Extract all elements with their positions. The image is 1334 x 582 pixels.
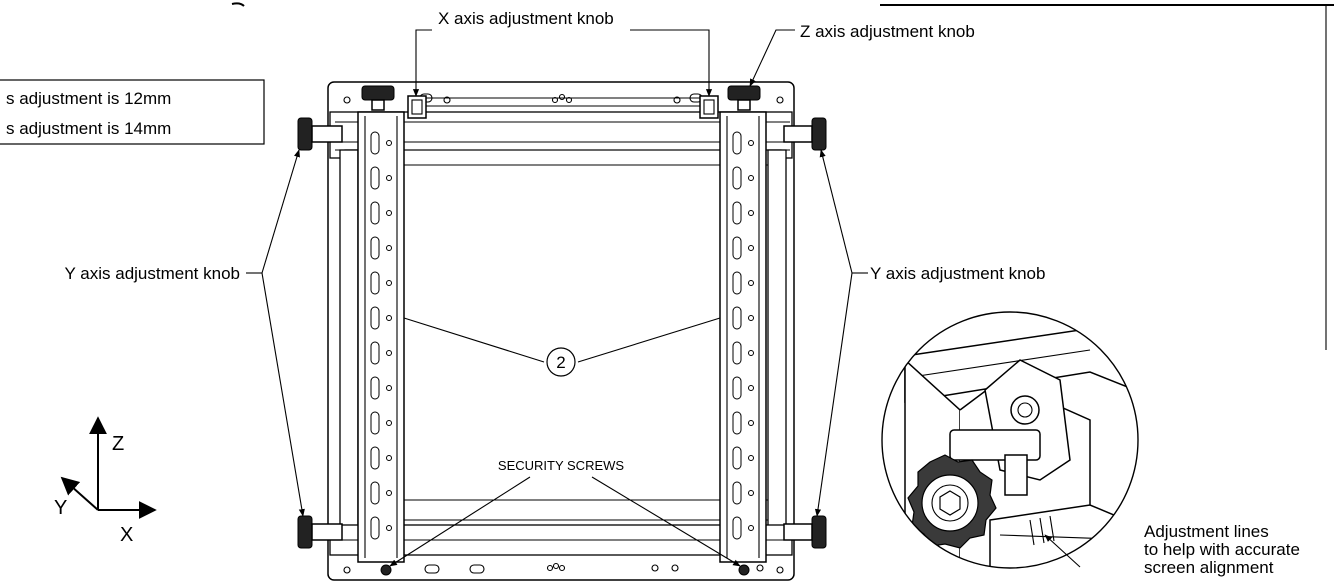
vertical-arm-right bbox=[719, 111, 767, 563]
y-axis-knob-top-right bbox=[783, 117, 827, 151]
vertical-arm-left bbox=[357, 111, 405, 563]
z-axis-knob-label: Z axis adjustment knob bbox=[800, 22, 975, 41]
arm-slot bbox=[732, 376, 742, 400]
arm-hole bbox=[748, 210, 754, 216]
y-axis-knob-bottom-left bbox=[297, 515, 343, 549]
arm-hole bbox=[748, 420, 754, 426]
arm-slot bbox=[370, 516, 380, 540]
inner-frame bbox=[344, 149, 782, 541]
y-axis-knob-top-left bbox=[297, 117, 343, 151]
arm-hole bbox=[386, 490, 392, 496]
arm-hole bbox=[386, 280, 392, 286]
right-side-rail bbox=[767, 149, 787, 541]
arm-slot bbox=[370, 376, 380, 400]
x-axis-label: X bbox=[120, 524, 133, 546]
detail-knob bbox=[907, 454, 997, 549]
arm-slot bbox=[370, 341, 380, 365]
arm-hole bbox=[748, 525, 754, 531]
y-axis-knob-label-right: Y axis adjustment knob bbox=[870, 264, 1045, 283]
arm-slot bbox=[370, 236, 380, 260]
arm-slot bbox=[732, 516, 742, 540]
arm-hole bbox=[748, 175, 754, 181]
adjustment-note-box: s adjustment is 12mm s adjustment is 14m… bbox=[0, 79, 265, 145]
arm-hole bbox=[386, 175, 392, 181]
cropped-heading-fragment bbox=[231, 2, 245, 7]
item-number-balloon bbox=[546, 347, 576, 377]
security-screws-label: SECURITY SCREWS bbox=[498, 458, 624, 473]
z-axis-label: Z bbox=[112, 433, 124, 455]
arm-hole bbox=[386, 245, 392, 251]
arm-slot bbox=[370, 131, 380, 155]
detail-nut bbox=[1010, 395, 1040, 425]
arm-hole bbox=[748, 140, 754, 146]
arm-hole bbox=[386, 315, 392, 321]
arm-slot bbox=[370, 411, 380, 435]
item-number: 2 bbox=[556, 353, 565, 372]
arm-hole bbox=[748, 455, 754, 461]
arm-hole bbox=[386, 525, 392, 531]
arm-slot bbox=[370, 306, 380, 330]
y-axis-knob-label-left: Y axis adjustment knob bbox=[65, 264, 240, 283]
detail-caption-line-3: screen alignment bbox=[1144, 558, 1274, 577]
arm-slot bbox=[732, 341, 742, 365]
arm-slot bbox=[732, 446, 742, 470]
arm-hole bbox=[748, 245, 754, 251]
detail-inset: Adjustment lines to help with accurate s… bbox=[881, 311, 1300, 577]
arm-slot bbox=[732, 481, 742, 505]
axis-triad: Z Y X bbox=[54, 416, 157, 546]
arm-slot bbox=[732, 271, 742, 295]
arm-hole bbox=[748, 385, 754, 391]
security-screw-right bbox=[738, 564, 750, 576]
detail-caption-line-1: Adjustment lines bbox=[1144, 522, 1269, 541]
arm-hole bbox=[748, 350, 754, 356]
leader-lines bbox=[246, 29, 868, 567]
security-screw-left bbox=[380, 564, 392, 576]
arm-slot bbox=[370, 166, 380, 190]
arm-slot bbox=[370, 481, 380, 505]
arm-slot bbox=[370, 271, 380, 295]
x-axis-clamp-right bbox=[699, 95, 719, 119]
detail-caption-line-2: to help with accurate bbox=[1144, 540, 1300, 559]
arm-hole bbox=[748, 490, 754, 496]
arm-slot bbox=[732, 166, 742, 190]
arm-hole bbox=[748, 315, 754, 321]
arm-slot bbox=[732, 306, 742, 330]
arm-hole bbox=[386, 420, 392, 426]
y-axis-knob-bottom-right bbox=[783, 515, 827, 549]
plate-holes bbox=[343, 93, 784, 574]
top-left-knob bbox=[361, 85, 395, 111]
note-line-1: s adjustment is 12mm bbox=[6, 89, 171, 108]
arm-slot bbox=[732, 201, 742, 225]
arm-slot bbox=[370, 201, 380, 225]
x-axis-clamp-left bbox=[407, 95, 427, 119]
z-axis-knob bbox=[727, 85, 761, 111]
arm-slot bbox=[370, 446, 380, 470]
arm-hole bbox=[386, 140, 392, 146]
arm-hole bbox=[386, 455, 392, 461]
y-axis-label: Y bbox=[54, 497, 67, 519]
note-line-2: s adjustment is 14mm bbox=[6, 119, 171, 138]
arm-hole bbox=[748, 280, 754, 286]
arm-slot bbox=[732, 236, 742, 260]
arm-hole bbox=[386, 385, 392, 391]
arm-slot bbox=[732, 411, 742, 435]
arm-hole bbox=[386, 210, 392, 216]
left-side-rail bbox=[339, 149, 359, 541]
arm-hole bbox=[386, 350, 392, 356]
arm-slot bbox=[732, 131, 742, 155]
x-axis-knob-label: X axis adjustment knob bbox=[438, 9, 614, 28]
